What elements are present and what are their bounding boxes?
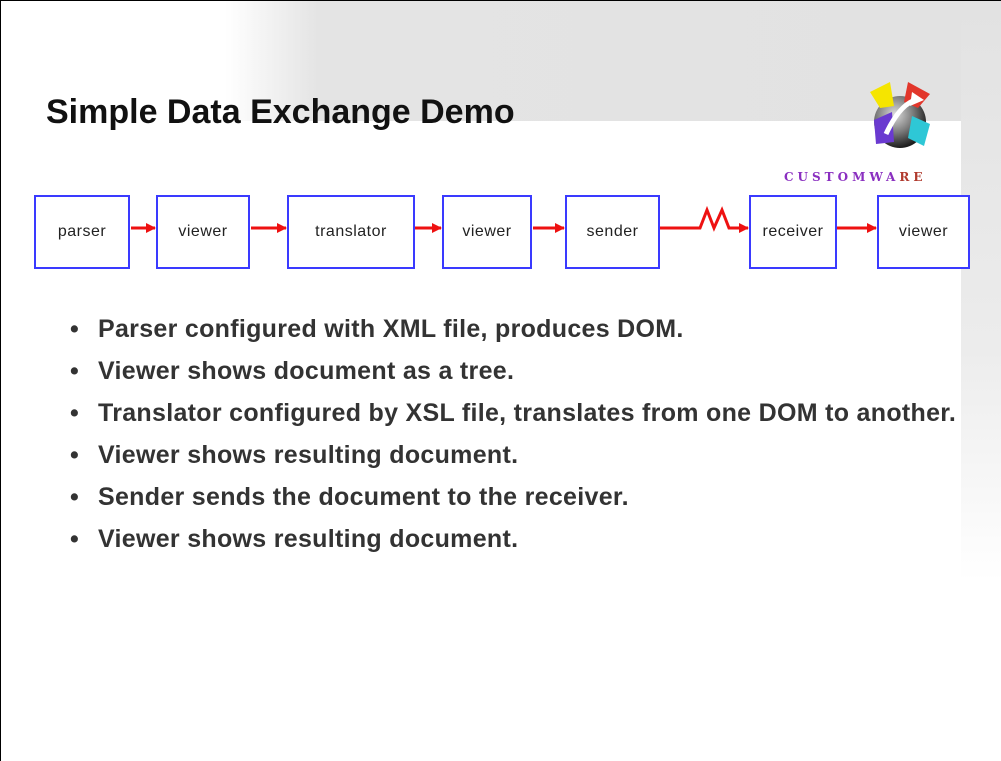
node-sender: sender: [565, 195, 660, 269]
list-item: •Translator configured by XSL file, tran…: [70, 399, 957, 427]
arrow-sender-receiver-network: [660, 205, 749, 233]
list-item: •Viewer shows resulting document.: [70, 441, 519, 469]
node-viewer-3: viewer: [877, 195, 970, 269]
list-item: •Viewer shows resulting document.: [70, 525, 519, 553]
list-item: •Viewer shows document as a tree.: [70, 357, 515, 385]
bullet-list: •Parser configured with XML file, produc…: [70, 312, 970, 564]
logo-wordmark: CUSTOMWARE: [784, 170, 927, 184]
connection-arrows: [131, 205, 877, 233]
flow-diagram: parser viewer translator viewer sender r…: [0, 195, 1001, 275]
side-shade: [961, 1, 1001, 581]
node-receiver: receiver: [749, 195, 837, 269]
node-viewer-2: viewer: [442, 195, 532, 269]
list-item: •Parser configured with XML file, produc…: [70, 315, 684, 343]
node-translator: translator: [287, 195, 415, 269]
node-parser: parser: [34, 195, 130, 269]
list-item: •Sender sends the document to the receiv…: [70, 483, 629, 511]
header-shade: [225, 1, 1001, 121]
slide-title: Simple Data Exchange Demo: [46, 93, 515, 131]
customware-logo-icon: [870, 82, 930, 148]
node-viewer-1: viewer: [156, 195, 250, 269]
